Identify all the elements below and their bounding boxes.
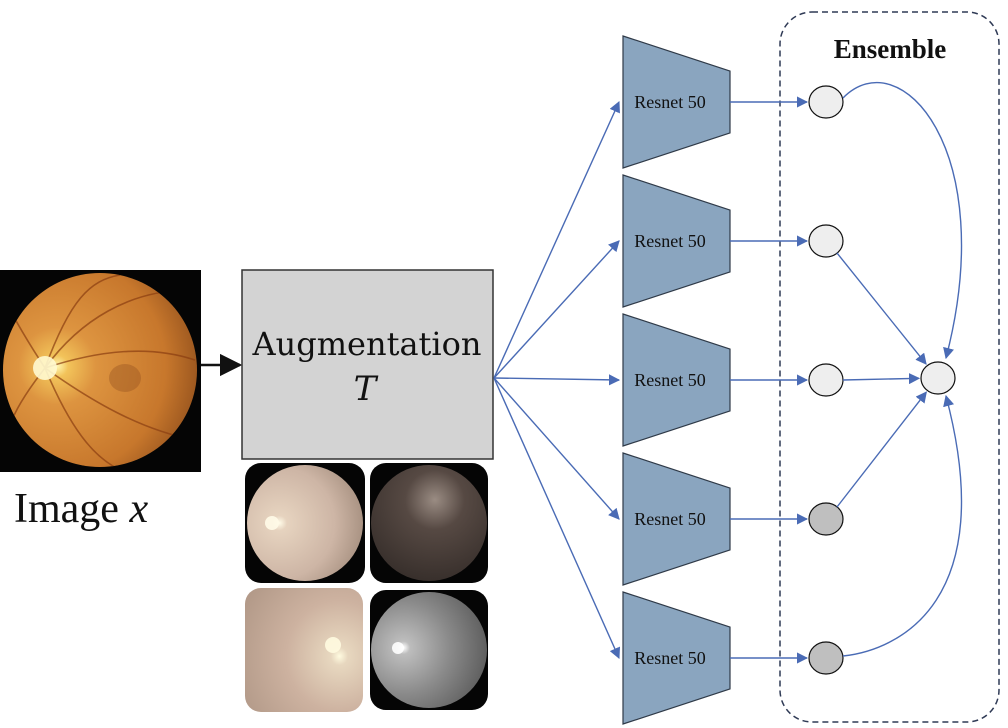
resnet-label: Resnet 50 (634, 370, 706, 390)
resnet-block-1: Resnet 50 (622, 35, 731, 169)
fan-arrow-4 (493, 377, 620, 520)
resnet-label: Resnet 50 (634, 648, 706, 668)
resnet-block-2: Resnet 50 (622, 174, 731, 308)
augmented-sample-grayscale (370, 590, 488, 710)
output-node-2 (808, 224, 844, 258)
augmented-sample-dark (370, 463, 488, 583)
augmented-samples-grid (245, 463, 488, 712)
augmentation-title: Augmentation (252, 325, 482, 363)
ensemble-output-node (920, 361, 956, 395)
ensemble-title: Ensemble (834, 34, 947, 64)
resnet-label: Resnet 50 (634, 509, 706, 529)
resnet-trapezoid (622, 174, 731, 308)
resnet-trapezoid (622, 452, 731, 586)
output-node-5 (808, 641, 844, 675)
resnet-block-3: Resnet 50 (622, 313, 731, 447)
augmented-sample-pale (245, 463, 365, 583)
ensemble-curve-5 (842, 394, 963, 657)
output-node-1 (808, 85, 844, 119)
ensemble-region (779, 11, 1000, 723)
ensemble-curve-1 (842, 81, 963, 360)
resnet-label: Resnet 50 (634, 92, 706, 112)
input-image-label: Image x (14, 486, 148, 532)
resnet-block-5: Resnet 50 (622, 591, 731, 725)
resnet-block-4: Resnet 50 (622, 452, 731, 586)
resnet-trapezoid (622, 591, 731, 725)
fan-arrow-5 (493, 377, 621, 660)
fan-arrow-3 (493, 374, 621, 386)
output-node-4 (808, 502, 844, 536)
output-node-3 (808, 363, 844, 397)
ensemble-link-2 (836, 252, 927, 365)
augmentation-variable: T (354, 369, 379, 409)
augmented-sample-cropped (245, 588, 363, 712)
resnet-trapezoid (622, 313, 731, 447)
ensemble-link-4 (836, 391, 927, 508)
resnet-label: Resnet 50 (634, 231, 706, 251)
network-stack: Resnet 50 Resnet 50 Resnet 50 Resnet 50 Resn… (622, 35, 956, 725)
fan-arrow-1 (493, 100, 620, 379)
augmentation-to-network-arrows (493, 100, 621, 660)
augmentation-box: Augmentation T (241, 269, 494, 460)
fan-arrow-2 (493, 240, 620, 379)
input-fundus-image (0, 270, 201, 472)
ensemble-links (730, 81, 963, 664)
ensemble-link-3 (842, 372, 921, 385)
resnet-trapezoid (622, 35, 731, 169)
